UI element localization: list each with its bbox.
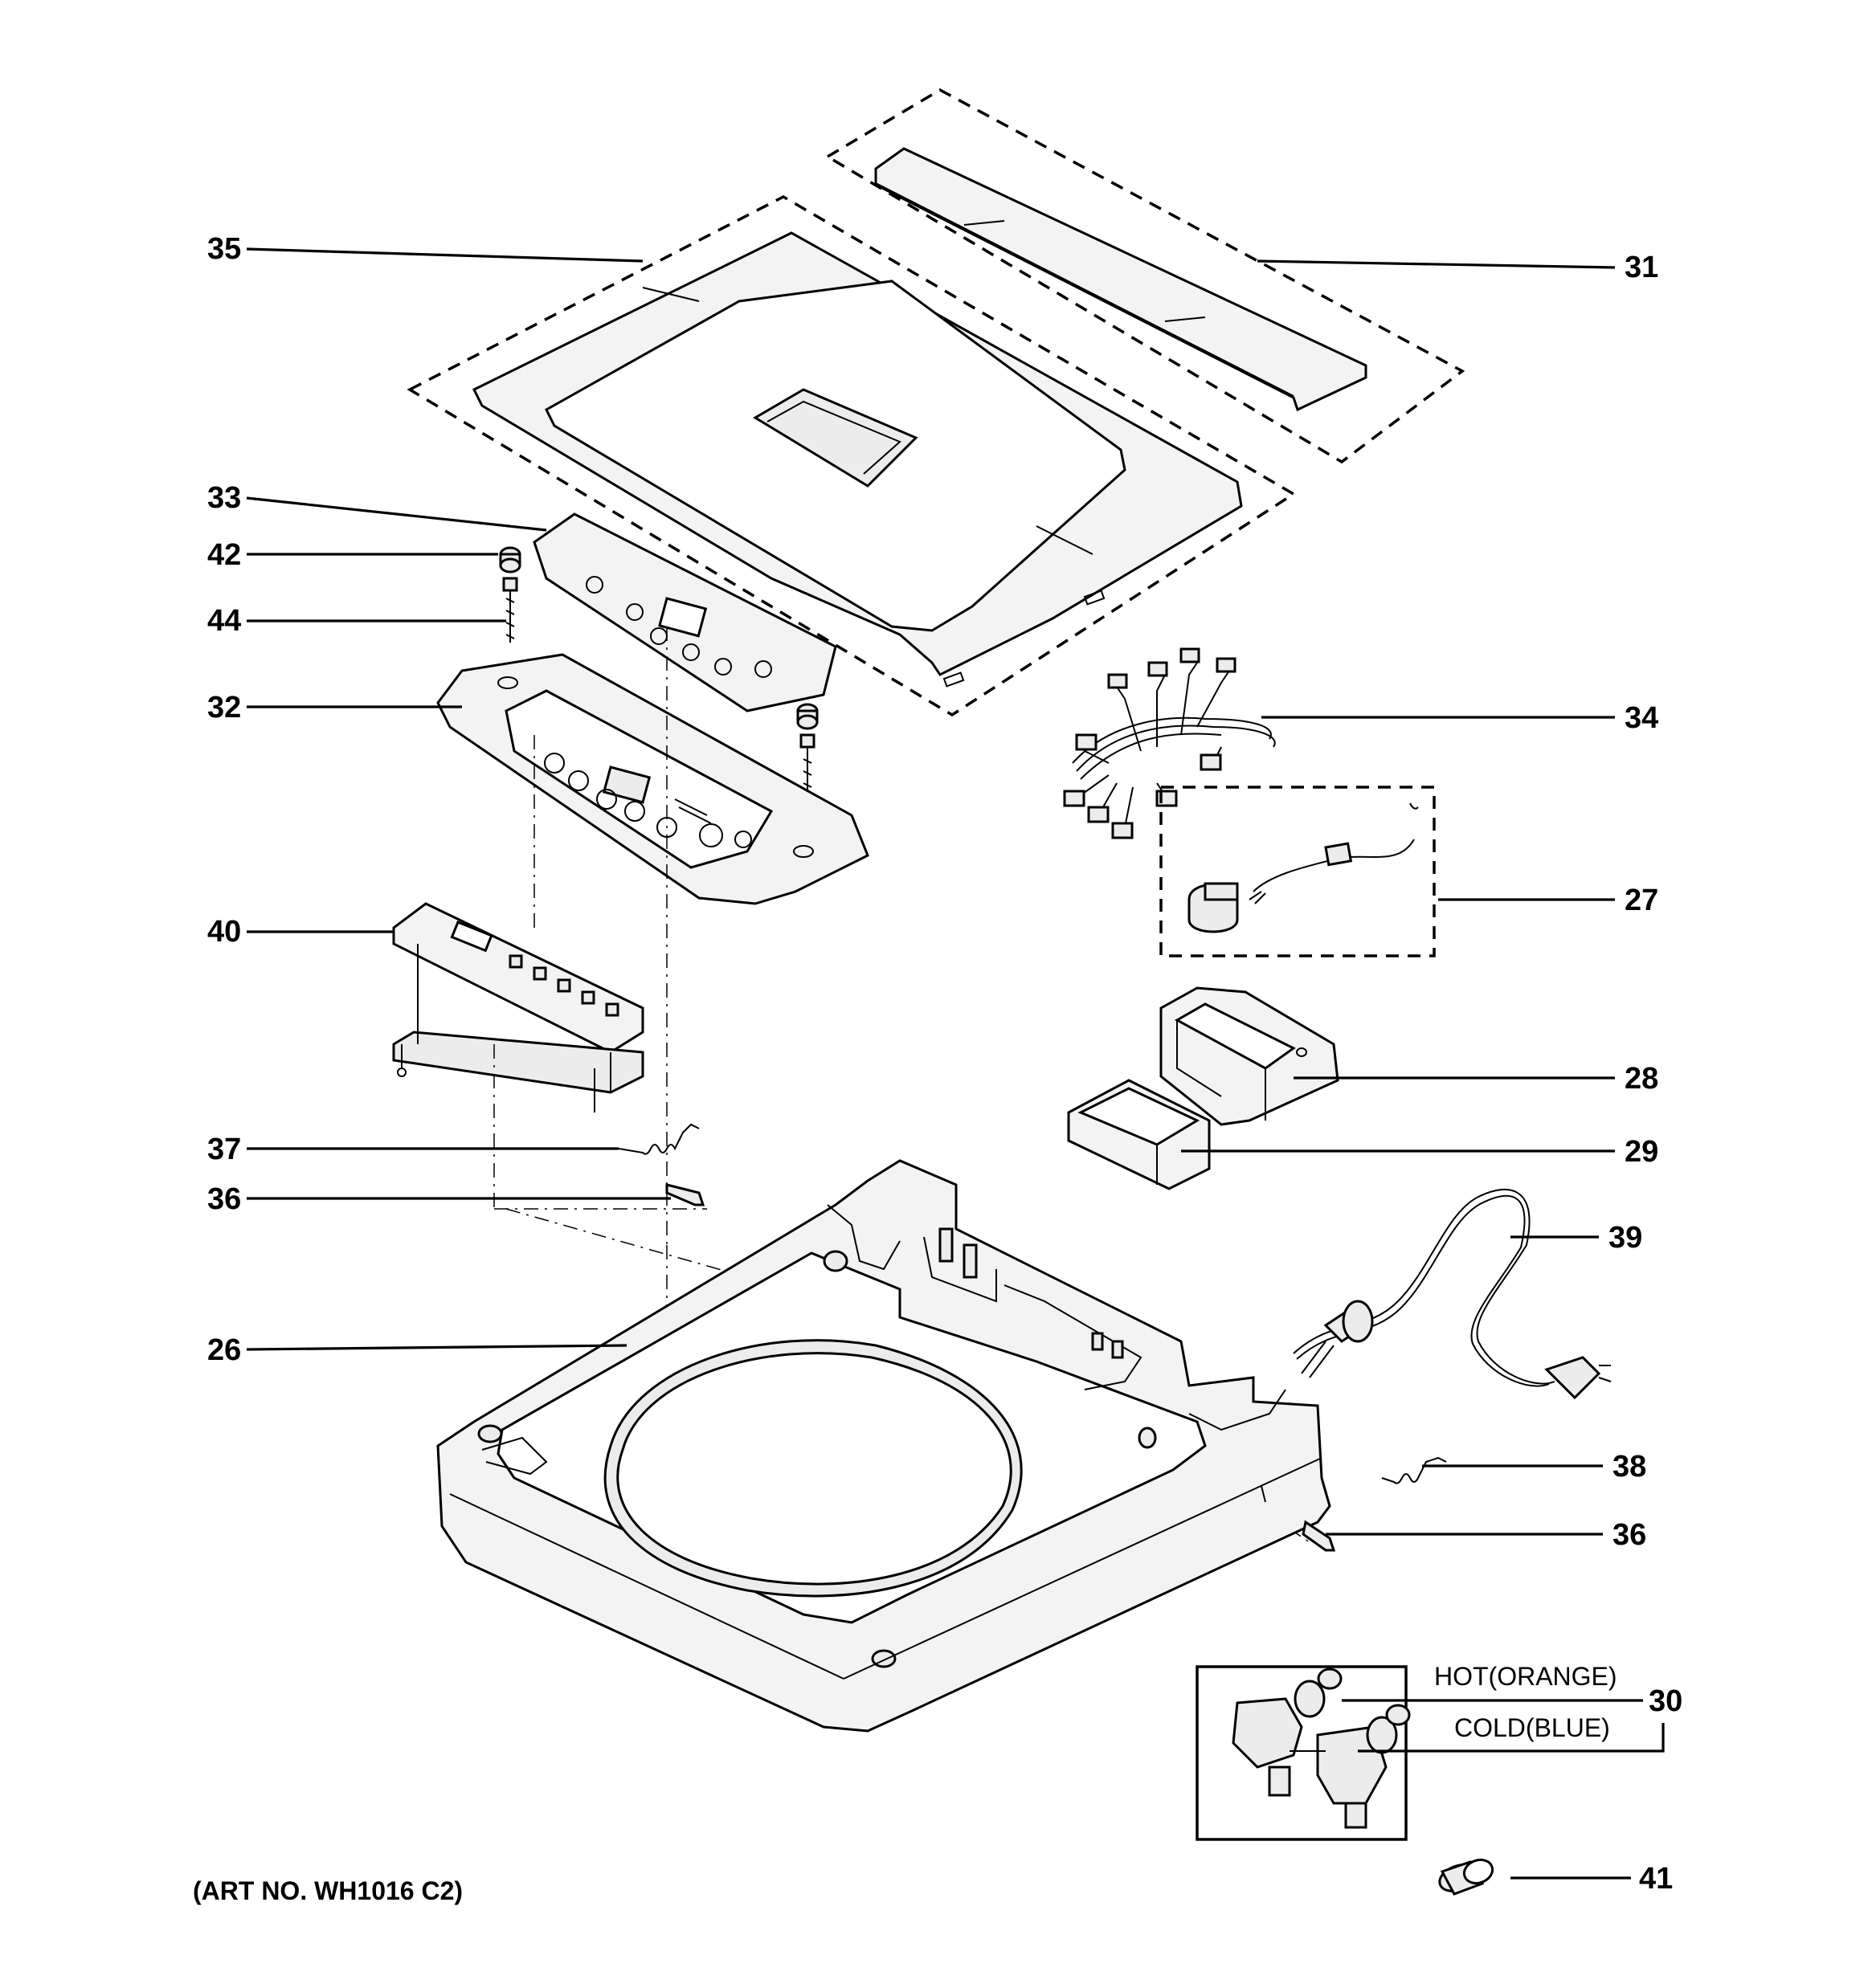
callout-29: 29 <box>1625 1135 1658 1169</box>
part-31-lid-trim <box>824 88 1465 464</box>
leader-lines <box>246 247 1665 1880</box>
callout-39: 39 <box>1608 1221 1642 1255</box>
callout-26: 26 <box>207 1333 241 1367</box>
valve-cold-label: COLD(BLUE) <box>1454 1713 1610 1742</box>
part-33-panel-decal <box>533 512 837 712</box>
callout-27: 27 <box>1625 884 1658 917</box>
part-28-dispenser-housing <box>1159 986 1339 1126</box>
callout-36-left: 36 <box>207 1182 241 1216</box>
callout-34: 34 <box>1625 701 1658 735</box>
part-44-screw-left <box>502 577 518 643</box>
part-36-hinge-pin-left <box>665 1183 705 1206</box>
part-27-pressure-switch <box>1159 786 1436 957</box>
part-32-control-panel <box>436 653 869 905</box>
part-40-pcb-assembly <box>392 902 644 1112</box>
callout-28: 28 <box>1625 1062 1658 1096</box>
art-number: (ART NO. WH1016 C2) <box>193 1876 463 1905</box>
part-38-spring-right <box>1381 1456 1447 1484</box>
valve-hot-label: HOT(ORANGE) <box>1434 1662 1617 1691</box>
part-36-hinge-pin-right <box>1302 1520 1336 1552</box>
part-29-dispenser-drawer <box>1067 1079 1211 1190</box>
callout-38: 38 <box>1613 1450 1646 1484</box>
part-39-power-cord <box>1293 1188 1612 1400</box>
callout-30: 30 <box>1649 1684 1682 1718</box>
callout-40: 40 <box>207 915 241 949</box>
part-42-cap-right <box>796 703 819 730</box>
callout-33: 33 <box>207 481 241 515</box>
callout-41: 41 <box>1639 1862 1673 1896</box>
part-30-water-valve <box>1196 1665 1411 1841</box>
callout-35: 35 <box>207 232 241 266</box>
callout-31: 31 <box>1625 251 1658 284</box>
callout-labels: 35 31 33 42 44 32 34 27 40 28 29 37 36 3… <box>207 232 1682 1896</box>
callout-42: 42 <box>207 538 241 572</box>
part-37-spring-left <box>618 1123 700 1155</box>
callout-32: 32 <box>207 691 241 725</box>
callout-36-right: 36 <box>1613 1518 1646 1552</box>
part-41-fitting <box>1438 1858 1494 1896</box>
part-35-top-lid <box>407 195 1297 717</box>
part-34-wire-harness <box>1063 647 1276 839</box>
callout-44: 44 <box>207 604 241 638</box>
part-26-top-cover <box>436 1159 1331 1733</box>
callout-37: 37 <box>207 1133 241 1166</box>
part-42-cap-left <box>499 546 521 574</box>
